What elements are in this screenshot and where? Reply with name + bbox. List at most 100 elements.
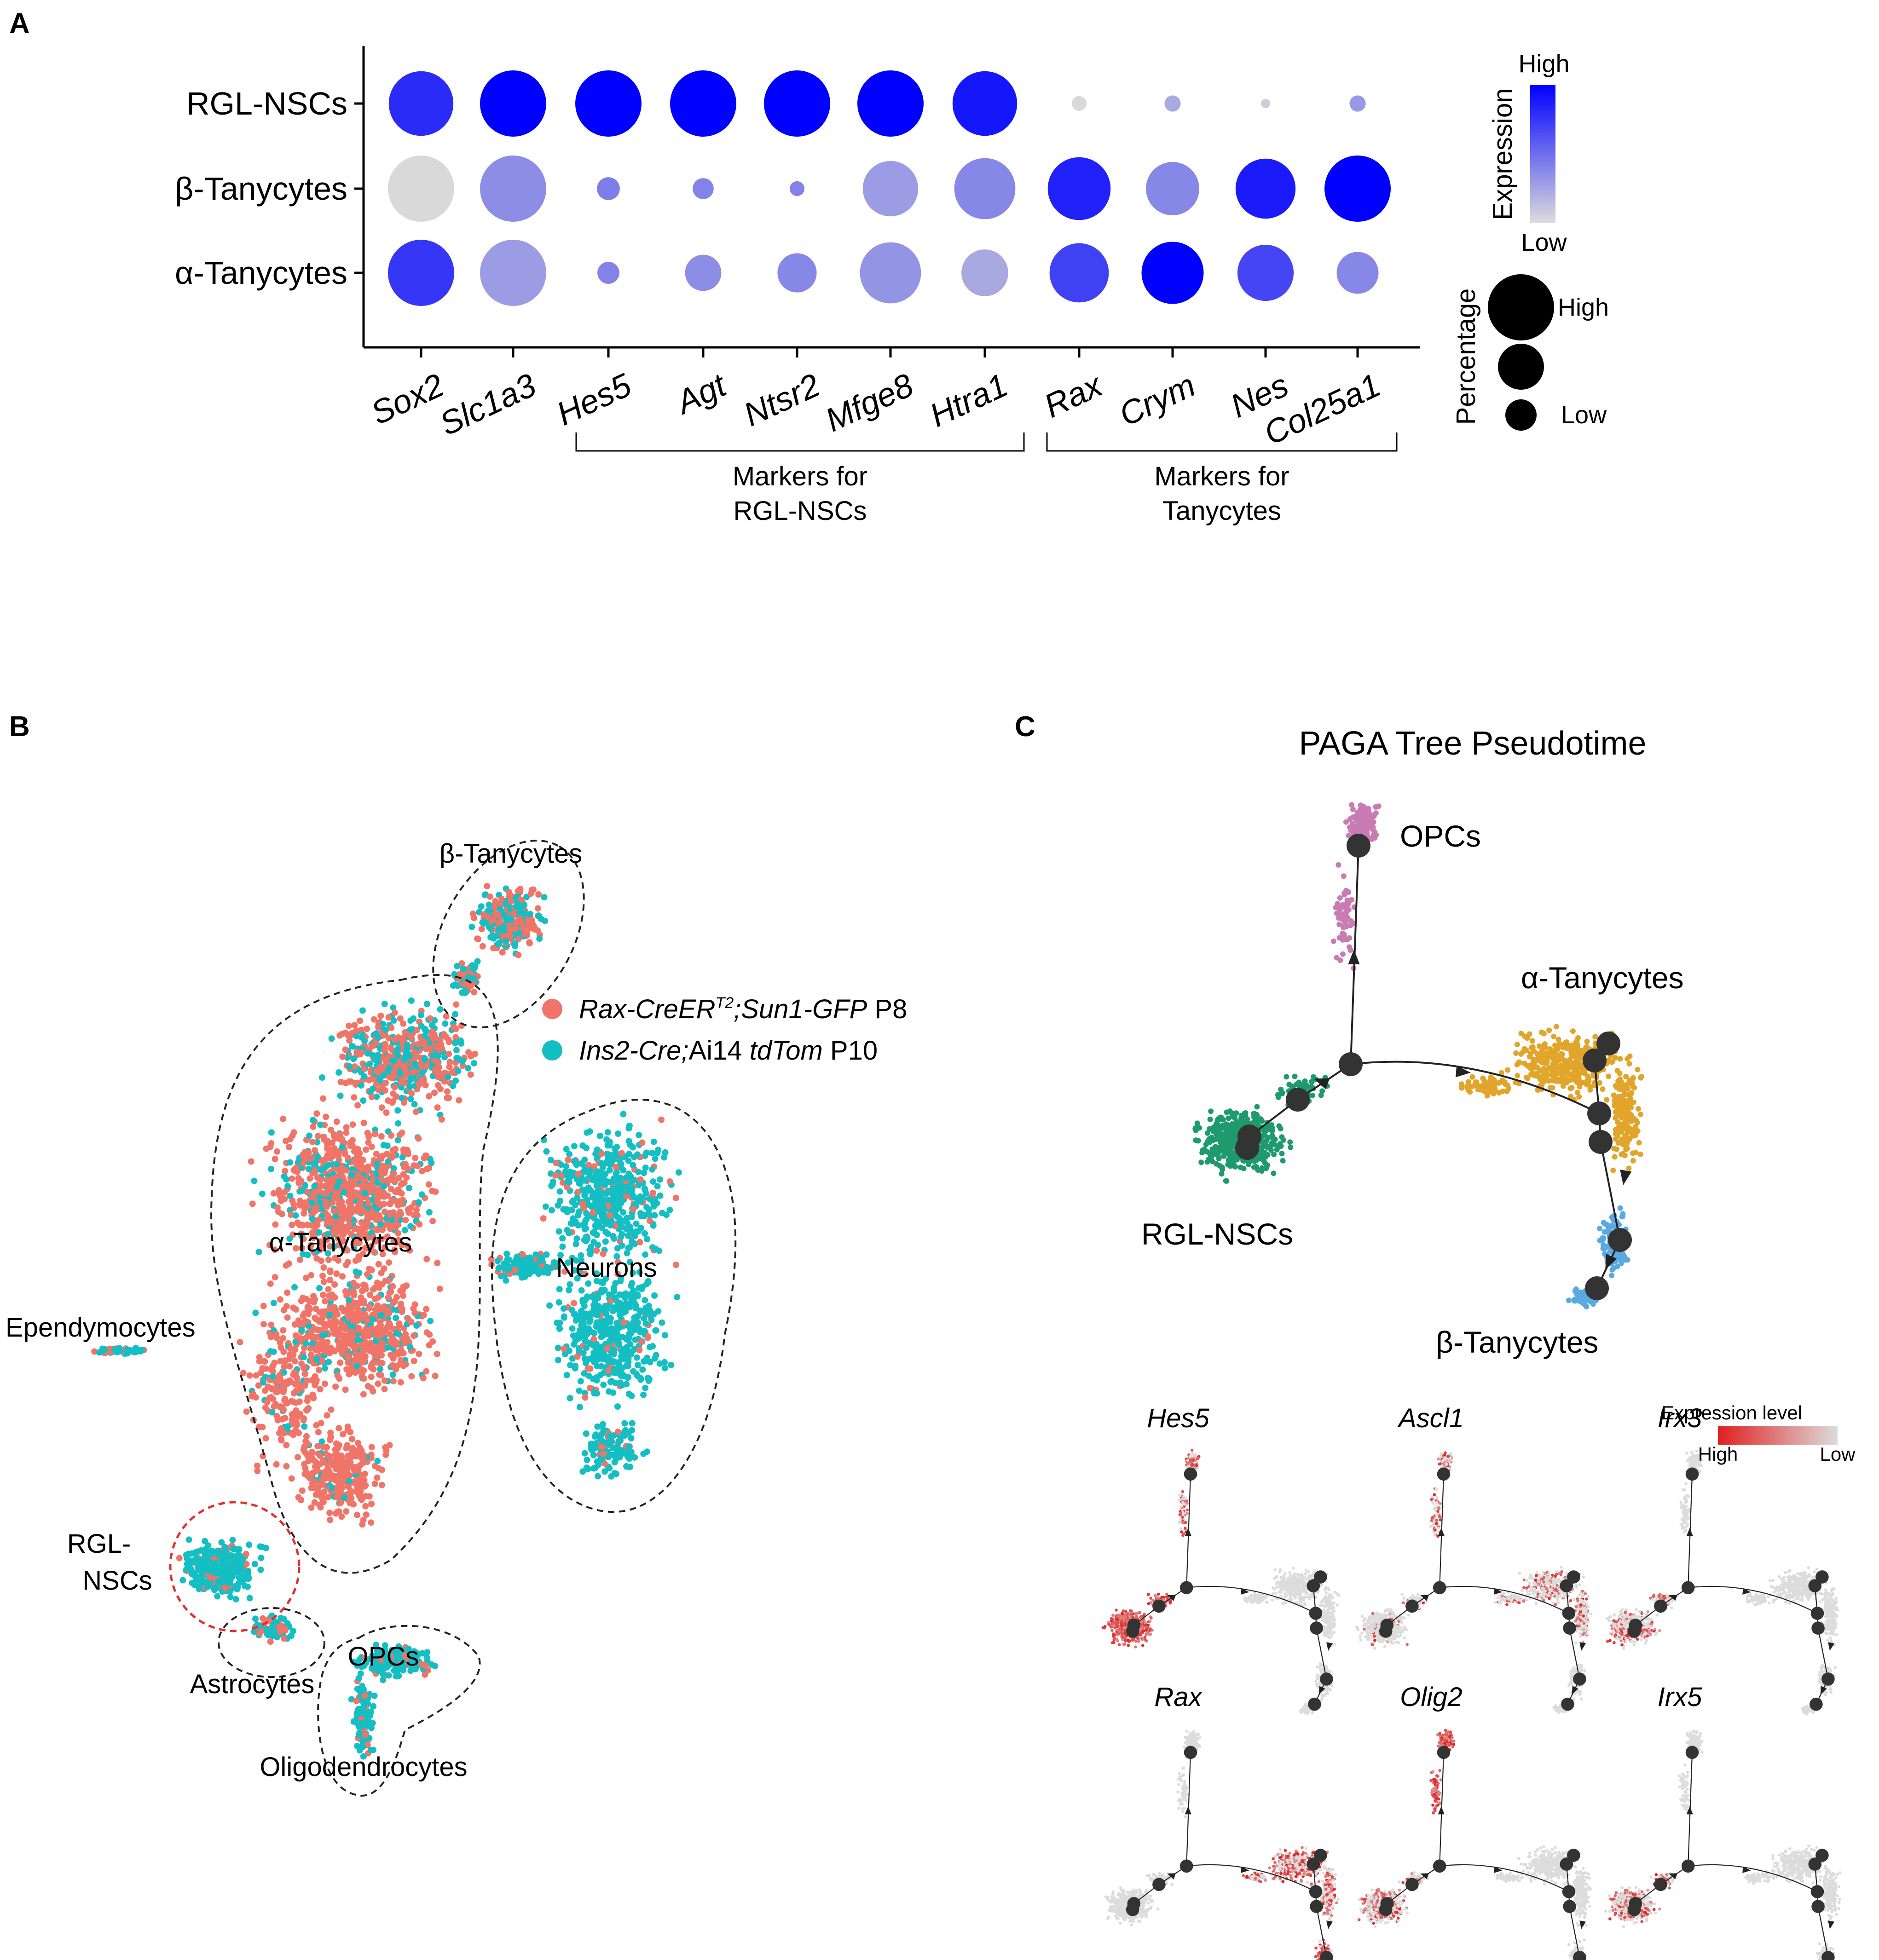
umap-point xyxy=(377,1077,384,1084)
umap-point xyxy=(408,997,415,1004)
umap-point xyxy=(362,1354,369,1360)
umap-point xyxy=(598,1456,605,1463)
umap-point xyxy=(291,1412,298,1419)
dot xyxy=(575,70,642,137)
umap-point xyxy=(337,1499,344,1506)
umap-point xyxy=(452,1034,459,1041)
trajectory-point xyxy=(1354,812,1360,817)
umap-point xyxy=(311,1484,318,1491)
umap-point xyxy=(337,1359,344,1366)
umap-point xyxy=(658,1116,665,1123)
umap-point xyxy=(668,1361,675,1368)
umap-point xyxy=(582,1177,589,1184)
umap-point xyxy=(552,1172,559,1179)
umap-point xyxy=(326,1277,333,1284)
umap-point xyxy=(606,1212,613,1219)
umap-point xyxy=(653,1327,659,1334)
umap-point xyxy=(407,1026,414,1033)
umap-point xyxy=(336,1178,343,1185)
umap-point xyxy=(398,1357,405,1364)
umap-point xyxy=(543,1263,550,1270)
umap-point xyxy=(342,1386,349,1393)
percentage-legend-mid-dot xyxy=(1498,344,1544,390)
umap-point xyxy=(357,1199,364,1206)
umap-point xyxy=(610,1445,617,1452)
umap-point xyxy=(244,1583,251,1590)
umap-point xyxy=(358,1719,364,1726)
umap-point xyxy=(611,1191,618,1198)
umap-point xyxy=(348,1171,355,1178)
umap-point xyxy=(368,1043,375,1049)
umap-point xyxy=(320,1444,327,1451)
umap-point xyxy=(360,1119,367,1126)
umap-point xyxy=(454,963,461,969)
umap-point xyxy=(346,1037,353,1044)
umap-point xyxy=(622,1290,629,1297)
umap-point xyxy=(390,1004,397,1011)
umap-point xyxy=(630,1176,637,1183)
umap-point xyxy=(607,1432,613,1439)
column-label: Mfge8 xyxy=(820,367,919,439)
trajectory-point xyxy=(1359,824,1364,830)
umap-point xyxy=(583,1430,590,1437)
dot xyxy=(597,177,620,200)
umap-point xyxy=(349,1288,356,1295)
umap-point xyxy=(348,1303,355,1309)
umap-point xyxy=(389,1362,396,1369)
umap-point xyxy=(287,1193,294,1199)
cluster-label-astrocytes: Astrocytes xyxy=(190,1669,315,1699)
umap-point xyxy=(446,1063,453,1070)
umap-point xyxy=(569,1325,576,1332)
umap-point xyxy=(634,1362,641,1368)
cluster-outlines xyxy=(210,840,737,1797)
umap-point xyxy=(341,1459,347,1466)
umap-point xyxy=(523,894,530,900)
umap-point xyxy=(277,1296,283,1303)
umap-point xyxy=(357,1017,364,1024)
umap-point xyxy=(394,1107,401,1114)
umap-point xyxy=(479,943,486,950)
umap-point xyxy=(373,1188,380,1195)
dot xyxy=(1146,162,1199,215)
umap-point xyxy=(444,1088,451,1095)
umap-point xyxy=(571,1300,577,1307)
umap-point xyxy=(282,1415,289,1422)
umap-point xyxy=(299,1487,306,1494)
umap-point xyxy=(449,1069,456,1076)
umap-point xyxy=(378,1482,385,1488)
umap-point xyxy=(584,1327,591,1334)
umap-point xyxy=(312,1305,319,1312)
umap-point xyxy=(320,1095,326,1102)
trajectory-point xyxy=(1341,873,1347,879)
umap-point xyxy=(382,1087,388,1094)
umap-point xyxy=(309,1327,316,1334)
umap-point xyxy=(354,1440,361,1447)
umap-point xyxy=(604,1345,611,1352)
umap-point xyxy=(619,1183,626,1190)
umap-point xyxy=(336,1169,343,1176)
percentage-legend-high: High xyxy=(1558,294,1609,321)
umap-point xyxy=(386,1210,393,1216)
umap-point xyxy=(335,1464,342,1470)
umap-point xyxy=(99,1347,106,1354)
umap-point xyxy=(368,1519,375,1526)
umap-point xyxy=(592,1222,599,1229)
umap-point xyxy=(606,1338,613,1345)
umap-point xyxy=(259,1190,266,1197)
umap-point xyxy=(232,1545,239,1552)
umap-point xyxy=(415,1041,422,1048)
umap-point xyxy=(328,1406,335,1413)
umap-point xyxy=(350,1055,357,1062)
umap-point xyxy=(674,1294,681,1301)
group-bracket xyxy=(575,432,1025,452)
umap-point xyxy=(577,1312,584,1319)
umap-point xyxy=(559,1235,566,1242)
umap-point xyxy=(363,1146,370,1153)
umap-point xyxy=(589,1293,595,1300)
umap-point xyxy=(320,1264,327,1271)
umap-point xyxy=(579,1468,586,1475)
umap-point xyxy=(494,1257,501,1264)
umap-point xyxy=(289,1175,295,1182)
umap-point xyxy=(283,1262,289,1269)
umap-point xyxy=(292,1381,299,1388)
